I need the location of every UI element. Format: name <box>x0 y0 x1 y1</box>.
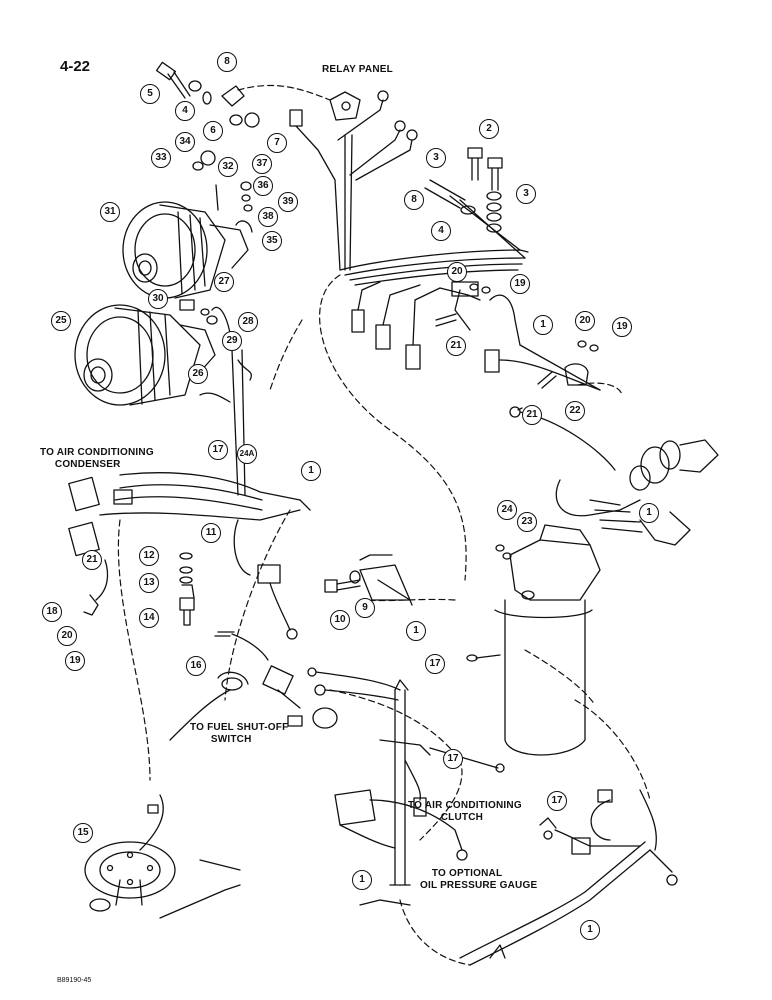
callout: 6 <box>203 121 223 141</box>
callout: 18 <box>42 602 62 622</box>
callout: 32 <box>218 157 238 177</box>
callout: 21 <box>82 550 102 570</box>
callout: 11 <box>201 523 221 543</box>
callout: 1 <box>301 461 321 481</box>
oil-pressure-label: TO OPTIONAL OIL PRESSURE GAUGE <box>420 868 538 891</box>
callout: 31 <box>100 202 120 222</box>
callout: 15 <box>73 823 93 843</box>
callout: 17 <box>208 440 228 460</box>
fuel-shutoff-label: TO FUEL SHUT-OFF SWITCH <box>190 722 289 745</box>
callout: 2 <box>479 119 499 139</box>
callout: 14 <box>139 608 159 628</box>
callout: 22 <box>565 401 585 421</box>
callout: 20 <box>447 262 467 282</box>
callout: 17 <box>443 749 463 769</box>
callout: 29 <box>222 331 242 351</box>
callout: 3 <box>516 184 536 204</box>
small-hardware-top-left <box>155 61 260 325</box>
callout: 1 <box>639 503 659 523</box>
page-number: 4-22 <box>60 58 91 75</box>
callout: 19 <box>65 651 85 671</box>
ac-clutch-label: TO AIR CONDITIONING CLUTCH <box>408 800 522 823</box>
callout: 39 <box>278 192 298 212</box>
switch-14 <box>179 552 195 626</box>
callout: 13 <box>139 573 159 593</box>
callout: 9 <box>355 598 375 618</box>
callout: 26 <box>188 364 208 384</box>
callout: 21 <box>446 336 466 356</box>
callout: 28 <box>238 312 258 332</box>
harness-left <box>68 306 311 640</box>
callout: 17 <box>425 654 445 674</box>
relay-panel-harness <box>289 90 529 286</box>
callout: 37 <box>252 154 272 174</box>
connector-group-middle <box>351 281 601 391</box>
bolt-clamp-10-9 <box>324 554 413 606</box>
callout: 27 <box>214 272 234 292</box>
callout: 1 <box>352 870 372 890</box>
callout: 21 <box>522 405 542 425</box>
ac-condenser-label: TO AIR CONDITIONING CONDENSER <box>40 447 154 470</box>
callout: 7 <box>267 133 287 153</box>
harness-center <box>307 667 505 886</box>
callout: 8 <box>217 52 237 72</box>
callout: 23 <box>517 512 537 532</box>
callout: 1 <box>580 920 600 940</box>
callout: 20 <box>575 311 595 331</box>
connector-right <box>509 406 719 546</box>
small-fasteners-right <box>435 283 599 662</box>
callout: 30 <box>148 289 168 309</box>
callout: 12 <box>139 546 159 566</box>
callout: 1 <box>533 315 553 335</box>
figure-code: B89190-45 <box>57 977 92 984</box>
callout: 24A <box>237 444 257 464</box>
callout: 35 <box>262 231 282 251</box>
callout: 36 <box>253 176 273 196</box>
callout: 33 <box>151 148 171 168</box>
callout: 19 <box>510 274 530 294</box>
callout: 20 <box>57 626 77 646</box>
callout: 5 <box>140 84 160 104</box>
bolt-set-2-3 <box>424 147 526 259</box>
fuel-shutoff-lead <box>169 631 303 741</box>
callout: 4 <box>175 101 195 121</box>
callout: 16 <box>186 656 206 676</box>
callout: 8 <box>404 190 424 210</box>
dashed-routing-lines <box>117 84 651 966</box>
callout: 1 <box>406 621 426 641</box>
callout: 38 <box>258 207 278 227</box>
callout: 34 <box>175 132 195 152</box>
sender-unit <box>84 794 241 919</box>
callout: 3 <box>426 148 446 168</box>
callout: 4 <box>431 221 451 241</box>
callout: 17 <box>547 791 567 811</box>
filter-canister <box>494 524 601 756</box>
callout: 24 <box>497 500 517 520</box>
callout: 19 <box>612 317 632 337</box>
callout: 25 <box>51 311 71 331</box>
callout: 10 <box>330 610 350 630</box>
alternator-25 <box>74 304 216 406</box>
harness-bottom-right <box>359 789 678 966</box>
relay-panel-label: RELAY PANEL <box>322 64 393 75</box>
